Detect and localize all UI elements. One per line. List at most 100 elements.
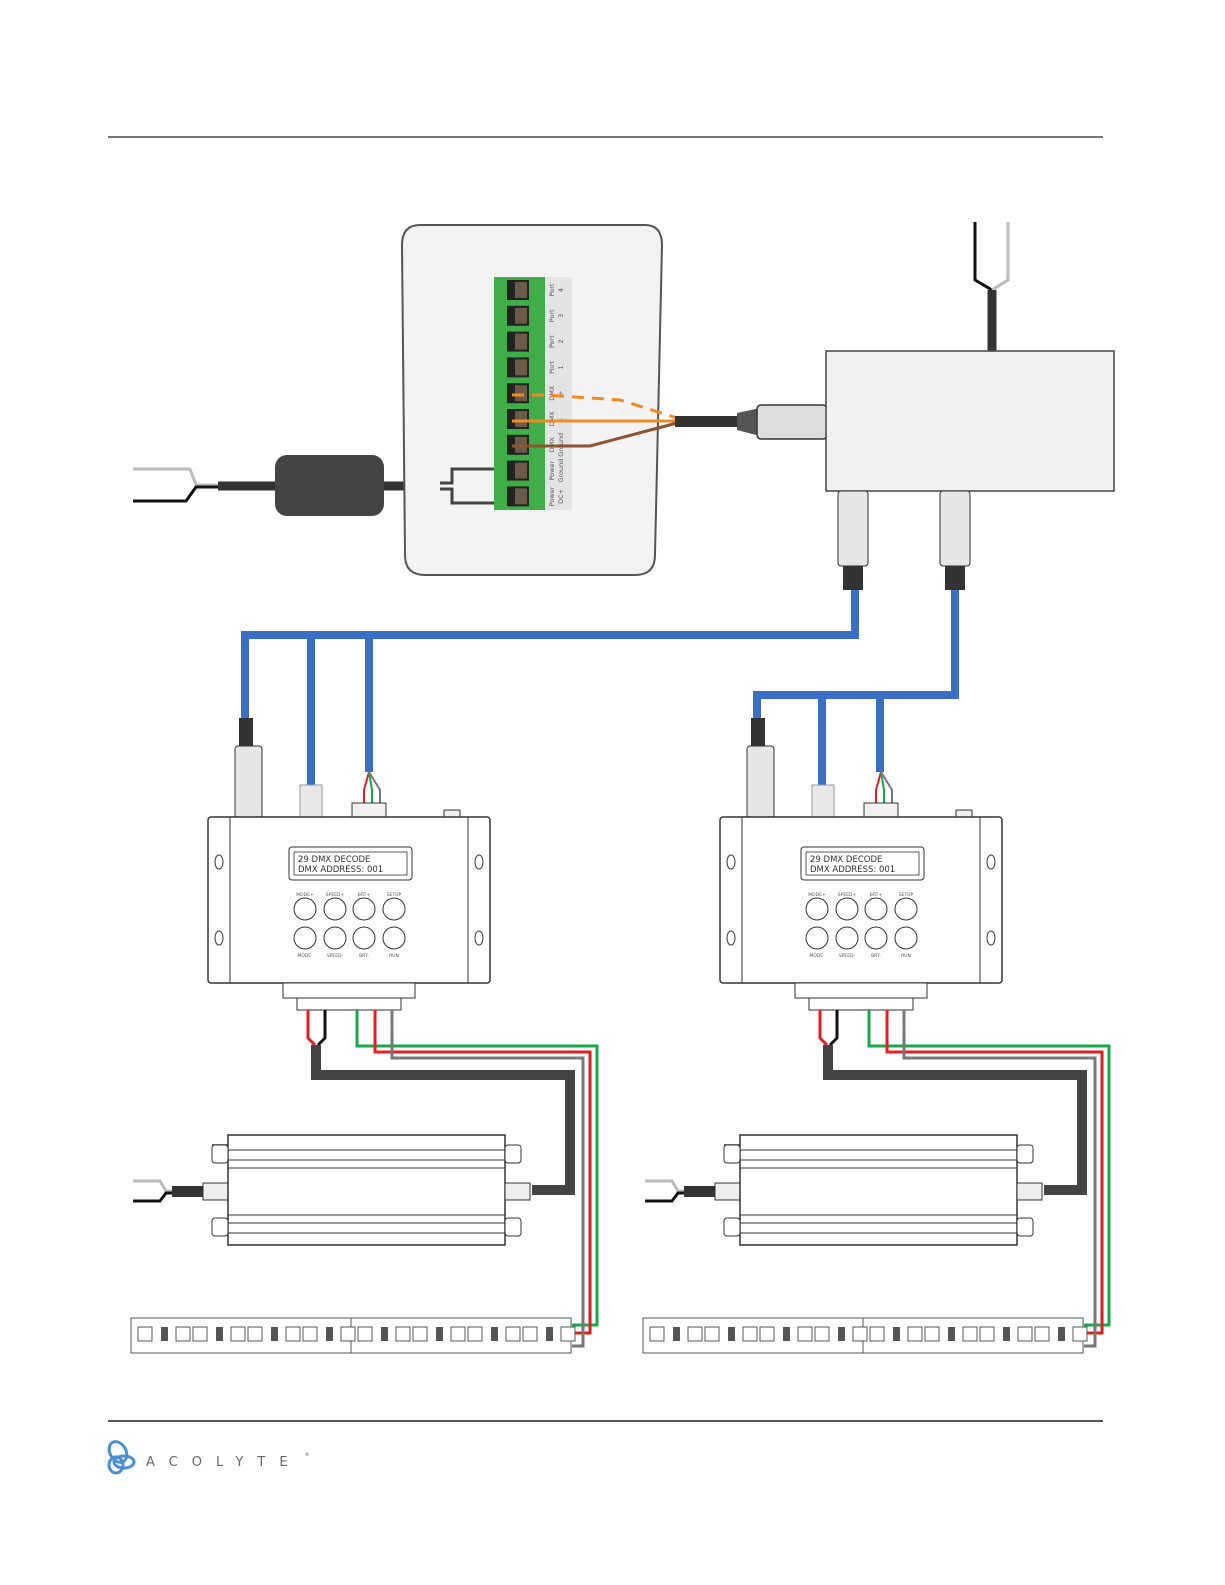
speed-minus-button[interactable]	[836, 927, 858, 949]
splitter-power-cable	[975, 222, 1008, 352]
terminal-label: PowerDC+	[548, 486, 565, 506]
led-chip	[908, 1327, 922, 1341]
decoder-assembly-right: 29 DMX DECODE DMX ADDRESS: 001 MODE+ SPE…	[643, 718, 1109, 1353]
button-label: BRT+	[870, 892, 883, 898]
led-chip	[523, 1327, 537, 1341]
rj45-connector	[812, 785, 834, 818]
led-chip	[1035, 1327, 1049, 1341]
resistor	[271, 1327, 278, 1341]
led-chip	[815, 1327, 829, 1341]
acolyte-logo: ACOLYTE ®	[106, 1438, 310, 1473]
dmx-cable-connector	[675, 405, 827, 439]
led-chip	[1018, 1327, 1032, 1341]
logo-wordmark: ACOLYTE	[146, 1455, 302, 1470]
led-chip	[286, 1327, 300, 1341]
led-chip	[138, 1327, 152, 1341]
resistor	[326, 1327, 333, 1341]
led-chip	[561, 1327, 575, 1341]
xlr-input-connector	[747, 718, 774, 818]
mode-plus-button[interactable]	[806, 898, 828, 920]
terminal-screw	[515, 282, 527, 298]
led-chip	[303, 1327, 317, 1341]
led-strip	[643, 1318, 1087, 1353]
resistor	[728, 1327, 735, 1341]
brt-plus-button[interactable]	[865, 898, 887, 920]
mode-minus-button[interactable]	[806, 927, 828, 949]
button-label: BRT-	[871, 953, 881, 959]
button-label: SPEED-	[839, 953, 856, 959]
resistor	[1003, 1327, 1010, 1341]
resistor	[491, 1327, 498, 1341]
output-terminal	[795, 983, 927, 1010]
resistor	[436, 1327, 443, 1341]
led-chip	[853, 1327, 867, 1341]
terminal-screw	[515, 488, 527, 504]
button-label: MODE+	[296, 892, 314, 898]
display-line-1: 29 DMX DECODE	[810, 855, 882, 865]
led-chip	[760, 1327, 774, 1341]
led-chip	[358, 1327, 372, 1341]
button-label: SETUP	[899, 892, 914, 898]
setup-button[interactable]	[895, 898, 917, 920]
resistor	[546, 1327, 553, 1341]
dmx-decoder: 29 DMX DECODE DMX ADDRESS: 001 MODE+ SPE…	[208, 817, 490, 1010]
button-label: SPEED-	[327, 953, 344, 959]
led-chip	[980, 1327, 994, 1341]
mode-minus-button[interactable]	[294, 927, 316, 949]
led-chip	[396, 1327, 410, 1341]
splitter-output-connector-2	[940, 491, 970, 590]
terminal-screw	[515, 411, 527, 427]
resistor	[948, 1327, 955, 1341]
terminal-screw	[515, 308, 527, 324]
button-label: RUN	[389, 953, 399, 959]
led-chip	[341, 1327, 355, 1341]
resistor	[673, 1327, 680, 1341]
setup-button[interactable]	[383, 898, 405, 920]
button-label: SPEED+	[326, 892, 345, 898]
led-chip	[231, 1327, 245, 1341]
power-supply	[645, 1135, 1042, 1245]
acolyte-logo-mark-icon	[106, 1438, 134, 1473]
button-label: BRT-	[359, 953, 369, 959]
speed-plus-button[interactable]	[836, 898, 858, 920]
led-chip	[705, 1327, 719, 1341]
resistor	[381, 1327, 388, 1341]
button-label: MODE+	[808, 892, 826, 898]
xlr-input-connector	[235, 718, 262, 818]
led-chip	[743, 1327, 757, 1341]
speed-minus-button[interactable]	[324, 927, 346, 949]
terminal-screw	[515, 463, 527, 479]
resistor	[161, 1327, 168, 1341]
button-label: BRT+	[358, 892, 371, 898]
power-adapter	[275, 455, 384, 516]
led-chip	[688, 1327, 702, 1341]
dmx-decoder: 29 DMX DECODE DMX ADDRESS: 001 MODE+ SPE…	[720, 817, 1002, 1010]
dmx-splitter	[826, 351, 1114, 491]
run-button[interactable]	[895, 927, 917, 949]
run-button[interactable]	[383, 927, 405, 949]
led-chip	[413, 1327, 427, 1341]
led-chip	[451, 1327, 465, 1341]
splitter-output-connector-1	[838, 491, 868, 590]
led-chip	[1073, 1327, 1087, 1341]
output-terminal	[283, 983, 415, 1010]
led-chip	[963, 1327, 977, 1341]
screw-terminal-input	[864, 772, 898, 817]
brt-plus-button[interactable]	[353, 898, 375, 920]
power-supply	[133, 1135, 530, 1245]
mode-plus-button[interactable]	[294, 898, 316, 920]
led-chip	[176, 1327, 190, 1341]
terminal-screw	[515, 359, 527, 375]
terminal-screw	[515, 334, 527, 350]
led-chip	[798, 1327, 812, 1341]
led-chip	[650, 1327, 664, 1341]
terminal-screw	[515, 385, 527, 401]
button-label: MODE-	[809, 953, 825, 959]
speed-plus-button[interactable]	[324, 898, 346, 920]
decoder-assembly: 29 DMX DECODE DMX ADDRESS: 001 MODE+ SPE…	[131, 718, 597, 1353]
brt-minus-button[interactable]	[353, 927, 375, 949]
led-chip	[506, 1327, 520, 1341]
button-label: MODE-	[297, 953, 313, 959]
brt-minus-button[interactable]	[865, 927, 887, 949]
button-label: RUN	[901, 953, 911, 959]
